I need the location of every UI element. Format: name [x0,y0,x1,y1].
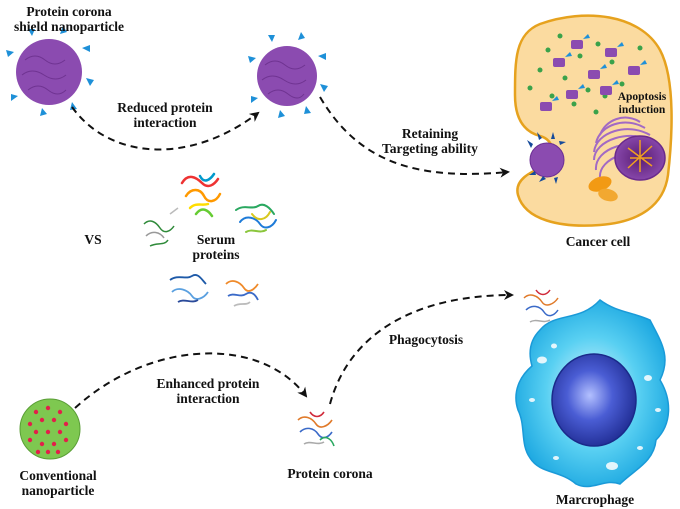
label-serum-proteins: Serum proteins [192,232,240,262]
label-cancer-cell: Cancer cell [565,234,631,249]
released-nanoparticles [540,40,640,111]
internalized-nanoparticle [529,142,565,178]
arrow-targeting [319,96,510,178]
targeting-ligands-2 [248,32,328,118]
targeting-ligands [6,26,94,116]
conventional-nanoparticle [19,398,81,460]
label-reduced-interaction: Reduced protein interaction [117,100,213,130]
label-macrophage: Marcrophage [555,492,635,507]
cancer-cell-membrane [513,14,673,227]
protein-green [235,203,277,233]
protein-corona-particle [297,411,335,447]
protein-blue [169,274,209,303]
engulfed-protein-corona [523,289,559,323]
macrophage [515,289,670,488]
label-enhanced-interaction: Enhanced protein interaction [156,376,260,406]
shield-nanoparticle-circulating [248,32,328,118]
cancer-cell [513,14,673,227]
label-protein-corona: Protein corona [287,466,373,481]
protein-orange [225,280,259,307]
label-shield-nanoparticle: Protein corona shield nanoparticle [14,4,124,34]
shield-nanoparticle [6,26,94,116]
protein-grey-green [143,207,179,247]
arrow-enhanced-interaction [74,352,308,409]
mitochondria [588,176,618,202]
protein-rainbow [180,172,222,218]
cell-receptors [527,132,566,184]
serum-proteins [143,172,277,307]
macrophage-nucleus [551,353,637,447]
label-apoptosis: Apoptosis induction [617,91,667,116]
label-phagocytosis: Phagocytosis [388,332,464,347]
label-retaining-targeting: Retaining Targeting ability [382,126,478,156]
released-ligands [552,34,647,101]
label-conventional-nanoparticle: Conventional nanoparticle [19,468,97,498]
label-vs: VS [84,232,102,247]
arrow-phagocytosis [329,290,514,405]
dna-strands [627,140,653,172]
